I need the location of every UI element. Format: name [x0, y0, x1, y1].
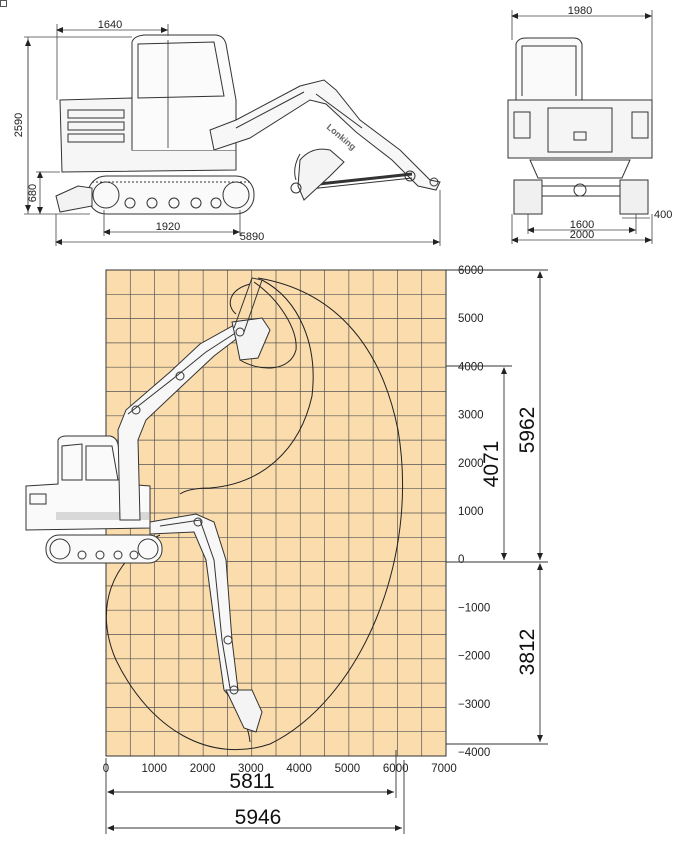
engine-vents: [67, 109, 125, 143]
dim-overall-length: 5890: [240, 231, 264, 243]
y-tick-label: −4000: [458, 747, 490, 759]
y-tick-label: 1000: [458, 506, 484, 518]
range-excavator: [25, 277, 271, 733]
range-dimension-lines: [105, 269, 548, 834]
dim-max-digging-depth: 3812: [516, 629, 539, 676]
range-track: [45, 534, 163, 564]
x-tick-label: 3000: [238, 763, 264, 775]
y-tick-label: 5000: [458, 313, 484, 325]
dozer-blade: [55, 185, 93, 213]
right-track-front: [619, 179, 649, 215]
front-view-dimensions: [511, 10, 653, 244]
side-view-dimensions: [24, 24, 441, 246]
range-bucket-down: [225, 689, 263, 733]
dim-blade-height: 680: [27, 184, 39, 202]
dim-overall-height: 2590: [13, 113, 25, 137]
dim-max-reach-ground: 5811: [229, 770, 274, 793]
dim-width-top: 1980: [568, 5, 592, 17]
range-grid-lines: [106, 270, 446, 756]
y-tick-label: 4000: [458, 361, 484, 373]
bucket: [297, 148, 345, 201]
dim-track-length: 1920: [156, 221, 180, 233]
x-tick-label: 5000: [335, 763, 361, 775]
front-body: [507, 99, 653, 159]
dim-width-bottom: 2000: [570, 229, 594, 241]
image-corner-marker: [0, 0, 7, 7]
x-tick-label: 1000: [141, 763, 167, 775]
cab: [131, 34, 237, 150]
y-tick-label: −2000: [458, 651, 490, 663]
left-track-front: [513, 179, 543, 215]
y-tick-label: −3000: [458, 699, 490, 711]
boom: [209, 79, 441, 191]
front-view-drawing: [507, 37, 653, 215]
y-tick-label: 6000: [458, 265, 484, 277]
side-view-drawing: Lonking: [55, 34, 441, 215]
y-tick-label: 3000: [458, 410, 484, 422]
x-tick-label: 4000: [286, 763, 312, 775]
y-tick-label: −1000: [458, 602, 490, 614]
front-cab: [515, 37, 583, 101]
inner-reach-curve: [179, 279, 314, 495]
max-reach-curve: [105, 277, 404, 751]
dim-cab-to-rear: 1640: [98, 19, 122, 31]
dim-max-reach: 5946: [235, 806, 282, 829]
dim-max-digging-height: 5962: [516, 407, 539, 454]
y-tick-label: 2000: [458, 458, 484, 470]
y-tick-labels: 6000 5000 4000 3000 2000 1000 0 −1000 −2000 −3000…: [458, 265, 490, 759]
x-tick-label: 7000: [431, 763, 457, 775]
dim-max-dump-height: 4071: [480, 441, 503, 488]
x-tick-label: 2000: [190, 763, 216, 775]
dim-shoe-width: 400: [654, 209, 672, 221]
y-tick-label: 0: [458, 554, 464, 566]
bucket-arc-top: [239, 281, 297, 369]
dim-track-gauge: 1600: [570, 219, 594, 231]
